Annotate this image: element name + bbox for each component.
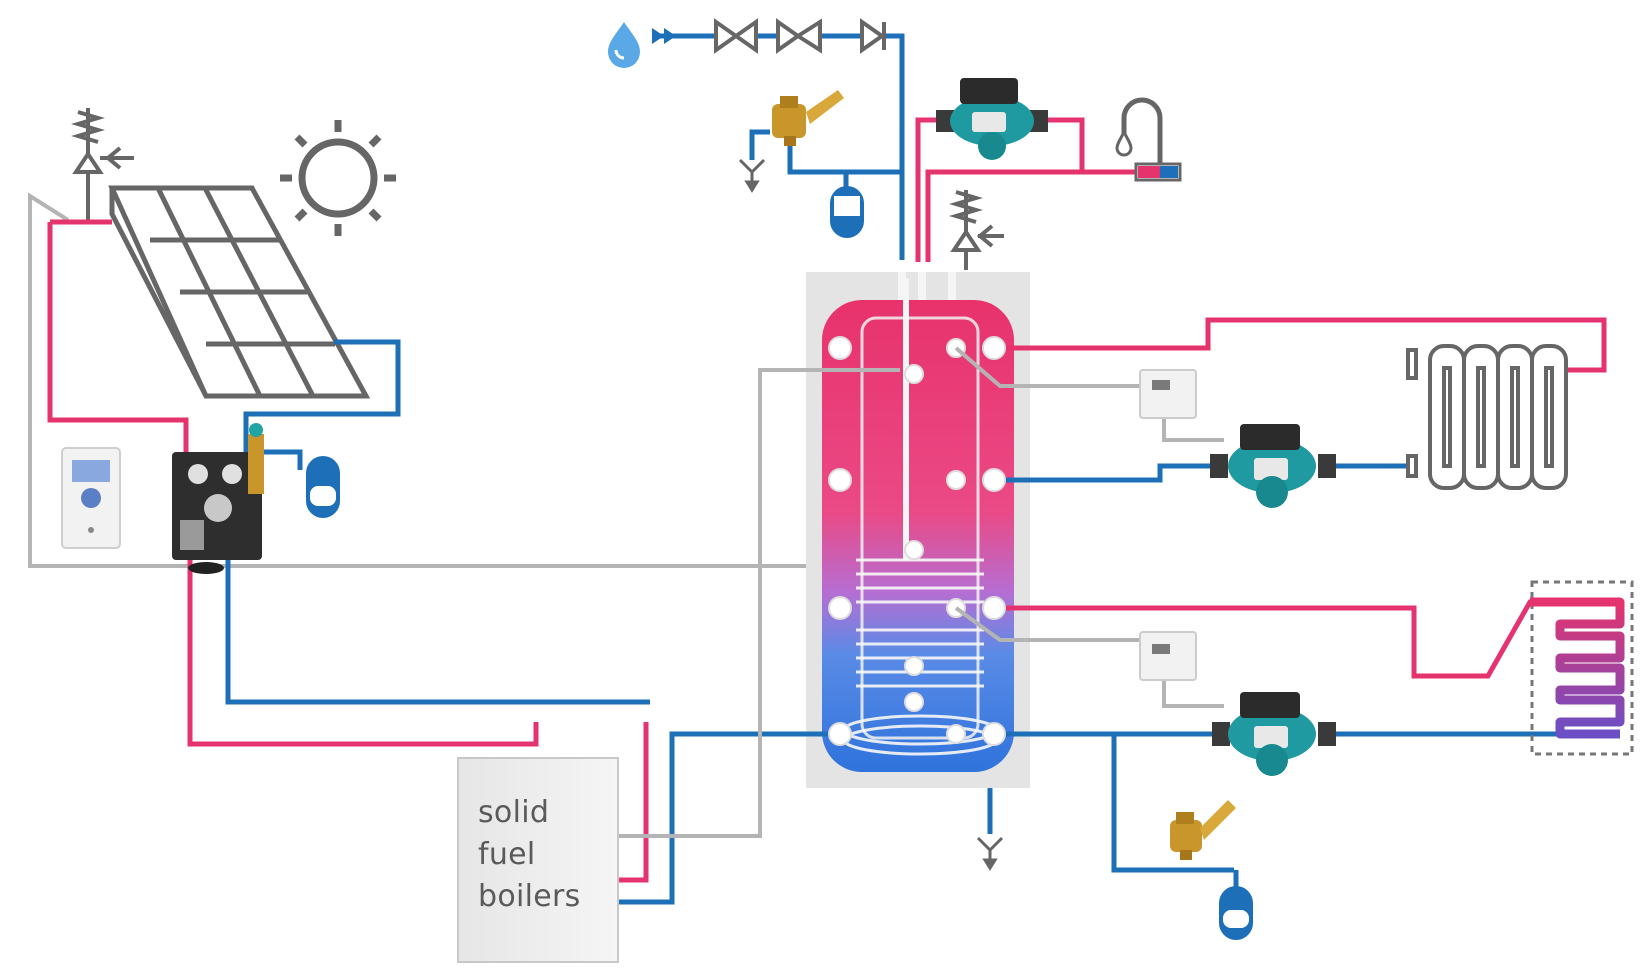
- sensor-cable: [954, 346, 1224, 442]
- boiler-return-pipe: [618, 731, 828, 905]
- water-drop-icon: [608, 22, 640, 68]
- sun-icon: [280, 120, 396, 236]
- faucet-icon: [1115, 97, 1182, 182]
- safety-valve-icon: [949, 190, 1004, 270]
- room-thermostat-icon: [1139, 631, 1197, 681]
- solar-controller-icon: [61, 447, 121, 549]
- sensor-cable: [618, 368, 900, 838]
- dhw-hot-pipe: [915, 117, 1148, 262]
- solid-fuel-boiler-label: solid fuel boilers: [478, 792, 618, 918]
- solar-hot-pipe: [47, 219, 539, 747]
- circulation-pump-icon: [936, 78, 1048, 160]
- solar-pump-station-icon: [172, 423, 264, 574]
- solid-fuel-boiler-icon: [457, 757, 619, 963]
- expansion-vessel-icon: [1219, 870, 1253, 940]
- boiler-hot-pipe: [618, 722, 649, 883]
- expansion-vessel-icon: [306, 456, 340, 518]
- sensor-cable: [954, 606, 1224, 708]
- expansion-vessel-icon: [830, 186, 864, 238]
- check-valve-icon: [860, 18, 886, 54]
- room-thermostat-icon: [1139, 369, 1197, 419]
- check-valve-icon: [652, 28, 676, 44]
- radiator-icon: [1406, 344, 1568, 490]
- drain-funnel-icon: [738, 158, 766, 193]
- solar-panel-icon: [108, 185, 371, 399]
- radiator-hot-pipe: [1006, 317, 1607, 373]
- ufh-return-pipe: [1006, 731, 1602, 873]
- shutoff-valve-icon: [714, 18, 758, 54]
- circulation-pump-icon: [1212, 692, 1336, 776]
- cold-water-inlet-pipe: [652, 33, 905, 260]
- circulation-pump-icon: [1210, 424, 1336, 508]
- radiator-return-pipe: [1006, 463, 1408, 483]
- drain-funnel-icon: [976, 836, 1004, 871]
- safety-valve-icon: [71, 108, 134, 220]
- buffer-tank-icon: [806, 272, 1030, 834]
- boiler-label-line-2: fuel: [478, 837, 536, 872]
- boiler-label-line-3: boilers: [478, 879, 581, 914]
- shutoff-valve-icon: [776, 18, 822, 54]
- underfloor-heating-icon: [1530, 580, 1634, 756]
- tmv-mixing-valve-icon: [1170, 800, 1236, 860]
- tmv-pipes: [749, 129, 902, 188]
- tmv-mixing-valve-icon: [772, 90, 844, 146]
- sensor-cable: [28, 192, 904, 568]
- solar-return-pipe: [225, 339, 650, 705]
- boiler-label-line-1: solid: [478, 795, 550, 830]
